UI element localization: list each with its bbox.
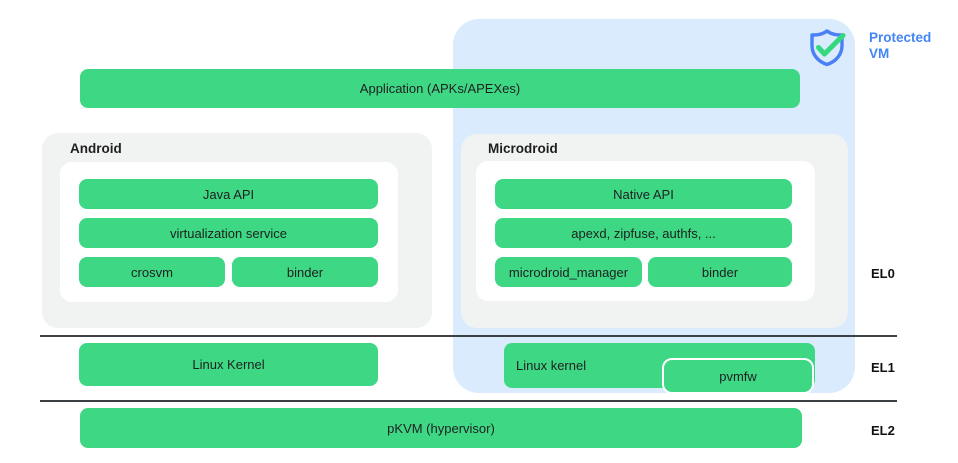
el1-label: EL1 [871,360,895,375]
android-binder-bar: binder [232,257,378,287]
pvmfw-bar: pvmfw [662,358,814,394]
microdroid-binder-bar: binder [648,257,792,287]
microdroid-title: Microdroid [488,141,558,156]
apexd-zipfuse-authfs-bar: apexd, zipfuse, authfs, ... [495,218,792,248]
native-api-bar: Native API [495,179,792,209]
el2-label: EL2 [871,423,895,438]
virtualization-service-bar: virtualization service [79,218,378,248]
shield-check-icon [810,29,846,67]
host-linux-kernel-bar: Linux Kernel [79,343,378,386]
el0-el1-divider [40,335,897,337]
pkvm-hypervisor-bar: pKVM (hypervisor) [80,408,802,448]
crosvm-bar: crosvm [79,257,225,287]
el0-label: EL0 [871,266,895,281]
android-title: Android [70,141,122,156]
protected-vm-label: Protected VM [869,30,932,61]
application-bar: Application (APKs/APEXes) [80,69,800,108]
java-api-bar: Java API [79,179,378,209]
microdroid-manager-bar: microdroid_manager [495,257,642,287]
el1-el2-divider [40,400,897,402]
